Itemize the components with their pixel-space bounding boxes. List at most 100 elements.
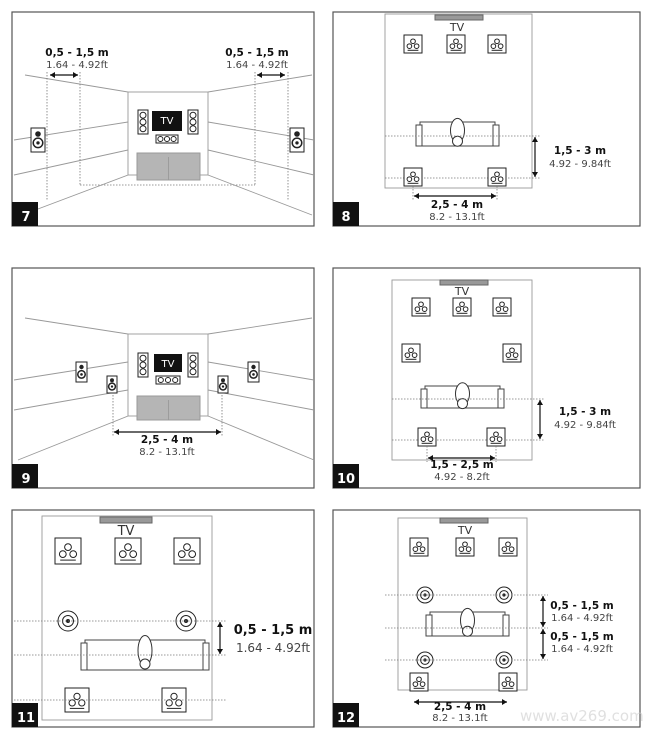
ceiling-speaker-icon bbox=[502, 658, 506, 662]
distance-label-metric: 0,5 - 1,5 m bbox=[550, 600, 614, 612]
speaker-driver bbox=[416, 676, 422, 683]
tv-screen bbox=[152, 111, 182, 131]
room-line bbox=[13, 149, 129, 176]
speaker-icon bbox=[403, 167, 423, 187]
tv-label: TV bbox=[457, 524, 473, 537]
side-speaker-icon bbox=[75, 361, 88, 383]
speaker-driver bbox=[414, 306, 421, 313]
speaker-driver bbox=[505, 541, 511, 548]
speaker-driver bbox=[411, 352, 418, 359]
room-line bbox=[21, 174, 129, 216]
speaker-driver bbox=[497, 43, 504, 49]
woofer-cap bbox=[221, 385, 225, 388]
distance-label-imperial: 1.64 - 4.92ft bbox=[551, 613, 613, 624]
tweeter bbox=[294, 131, 300, 137]
speaker-driver bbox=[449, 43, 456, 49]
speaker-icon bbox=[487, 167, 507, 187]
tweeter bbox=[221, 378, 225, 383]
speaker-driver bbox=[419, 546, 426, 552]
speaker-icon bbox=[114, 537, 142, 565]
speaker-driver bbox=[495, 306, 502, 313]
watermark: www.av269.com bbox=[520, 707, 644, 725]
distance-label-metric: 2,5 - 4 m bbox=[431, 199, 483, 211]
speaker-icon bbox=[446, 34, 466, 54]
speaker-driver bbox=[157, 135, 164, 143]
listener-head bbox=[457, 398, 468, 410]
speaker-driver bbox=[412, 681, 419, 687]
speaker-icon bbox=[54, 537, 82, 565]
room-line bbox=[207, 174, 313, 216]
speaker-driver bbox=[462, 306, 469, 313]
speaker-icon bbox=[452, 297, 472, 317]
ceiling-speaker-icon bbox=[420, 590, 430, 600]
tv-bar bbox=[99, 516, 153, 524]
panel-number-badge bbox=[12, 202, 38, 226]
tv-label: TV bbox=[117, 524, 135, 539]
speaker-icon bbox=[492, 297, 512, 317]
speaker-driver bbox=[413, 176, 420, 183]
speaker-driver bbox=[499, 301, 505, 308]
speaker-driver bbox=[129, 550, 138, 558]
speaker-driver bbox=[497, 176, 504, 183]
speaker-driver bbox=[69, 550, 78, 558]
distance-label-imperial: 8.2 - 13.1ft bbox=[429, 212, 484, 223]
speaker-driver bbox=[189, 361, 197, 369]
distance-label-metric: 1,5 - 3 m bbox=[554, 145, 606, 157]
speaker-box bbox=[247, 361, 260, 383]
woofer bbox=[249, 369, 258, 379]
room-line bbox=[207, 415, 315, 461]
speaker-driver bbox=[505, 676, 511, 683]
distance-label-imperial: 4.92 - 8.2ft bbox=[434, 472, 489, 483]
speaker-driver bbox=[406, 176, 413, 183]
speaker-driver bbox=[404, 352, 411, 359]
speaker-driver bbox=[421, 306, 428, 313]
speaker-driver bbox=[502, 306, 509, 313]
distance-label-metric: 2,5 - 4 m bbox=[434, 701, 486, 713]
speaker-driver bbox=[413, 43, 420, 49]
speaker-box bbox=[217, 375, 229, 394]
speaker-driver bbox=[416, 541, 422, 548]
woofer-cap bbox=[252, 373, 255, 376]
room-line bbox=[17, 415, 129, 461]
distance-label-metric: 2,5 - 4 m bbox=[141, 434, 193, 446]
tv-bar bbox=[439, 517, 489, 524]
room-line bbox=[207, 149, 315, 176]
speaker-driver bbox=[139, 125, 147, 133]
listener-head bbox=[462, 625, 473, 637]
speaker-driver bbox=[73, 692, 81, 701]
speaker-driver bbox=[418, 301, 424, 308]
side-speaker-icon bbox=[106, 375, 118, 394]
distance-label-metric: 0,5 - 1,5 m bbox=[550, 631, 614, 643]
speaker-box bbox=[187, 352, 199, 378]
speaker-driver bbox=[139, 354, 147, 362]
speaker-driver bbox=[406, 43, 413, 49]
speaker-driver bbox=[490, 176, 497, 183]
speaker-driver bbox=[412, 546, 419, 552]
sofa-with-listener bbox=[80, 635, 210, 671]
speaker-icon bbox=[498, 672, 518, 692]
woofer-cap bbox=[295, 141, 299, 145]
speaker-driver bbox=[496, 436, 503, 443]
speaker-icon bbox=[401, 343, 421, 363]
tower-speaker-icon bbox=[137, 352, 149, 378]
speaker-icon bbox=[417, 427, 437, 447]
woofer bbox=[32, 137, 44, 149]
panel-number: 9 bbox=[21, 472, 30, 487]
room-line bbox=[207, 361, 315, 381]
distance-label-metric: 1,5 - 2,5 m bbox=[430, 459, 494, 471]
ceiling-speaker-icon bbox=[420, 655, 430, 665]
speaker-icon bbox=[403, 34, 423, 54]
woofer-cap bbox=[36, 141, 40, 145]
tower-speaker-icon bbox=[137, 109, 149, 135]
tv-label: TV bbox=[449, 21, 465, 34]
woofer-cap bbox=[80, 373, 83, 376]
panel-number-badge bbox=[333, 703, 359, 727]
speaker-icon bbox=[498, 537, 518, 557]
panel-number-badge bbox=[333, 202, 359, 226]
side-speaker-icon bbox=[289, 127, 305, 153]
woofer bbox=[291, 137, 303, 149]
speaker-box bbox=[155, 134, 179, 144]
speaker-driver bbox=[189, 368, 197, 376]
speaker-driver bbox=[177, 550, 186, 558]
